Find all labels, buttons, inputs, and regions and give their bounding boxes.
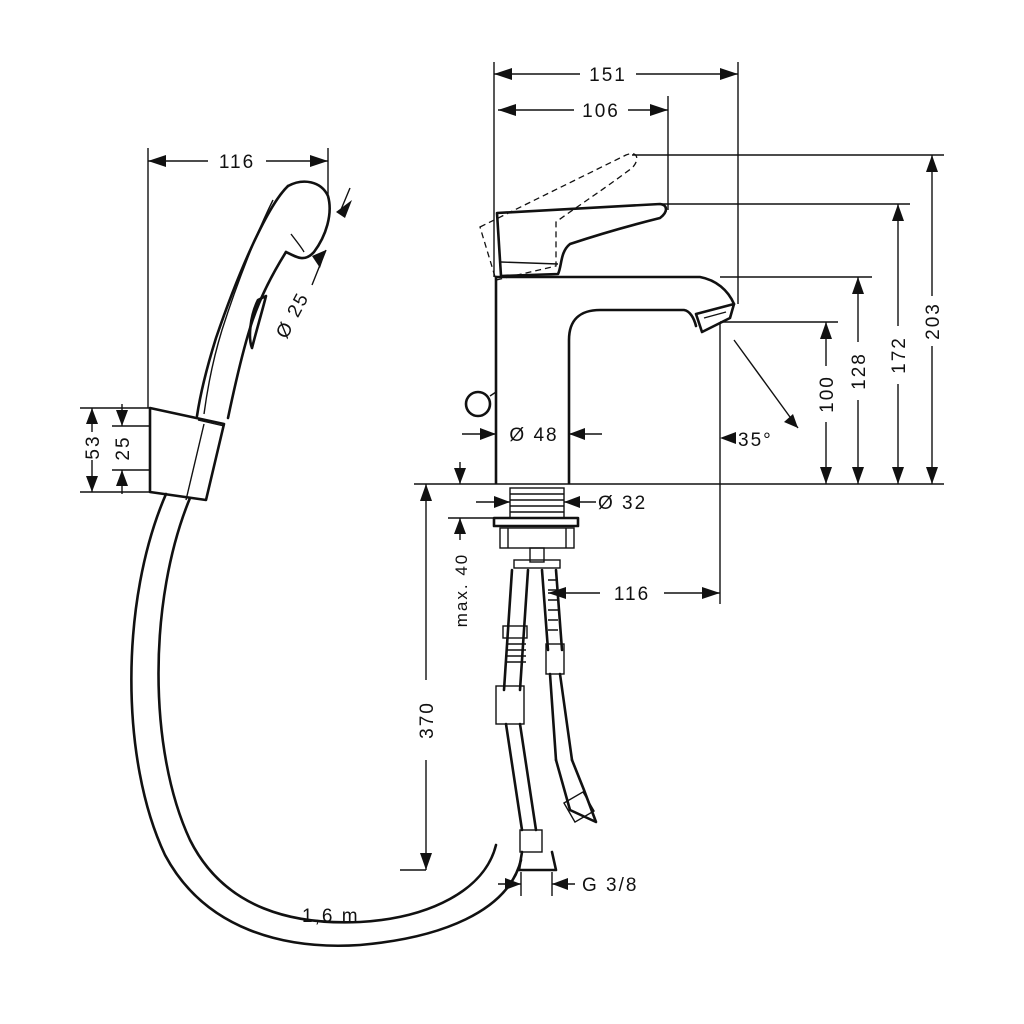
dim-max40-label: max. 40 [452,553,471,627]
hand-shower [195,180,331,420]
dim-116-spout-label: 116 [614,584,650,605]
dim-dia48-label: Ø 48 [509,425,558,446]
supply-hoses [495,568,598,872]
dim-151-label: 151 [589,65,627,86]
dim-53-label: 53 [83,434,104,459]
shower-hose [130,492,523,947]
dim-hose-length-label: 1,6 m [302,906,360,927]
shower-holder [148,406,226,502]
faucet-tail [492,487,580,569]
dim-172-label: 172 [889,336,910,374]
dim-dia25-label: Ø 25 [272,289,314,342]
dim-106-label: 106 [582,101,620,122]
dim-370-label: 370 [417,701,438,739]
dim-25-label: 25 [113,435,134,460]
dim-35-degree-label: 35° [738,430,773,451]
dim-128-label: 128 [849,352,870,390]
dim-thread-label: G 3/8 [582,875,638,896]
faucet [464,153,736,485]
dim-100-label: 100 [817,375,838,413]
dimension-labels: 151 106 116 Ø 25 53 25 Ø 48 Ø 32 203 172… [83,65,944,927]
dim-203-label: 203 [923,302,944,340]
dim-116-shower-label: 116 [219,152,255,173]
dim-dia32-label: Ø 32 [598,493,647,514]
dimension-lines [80,62,944,896]
